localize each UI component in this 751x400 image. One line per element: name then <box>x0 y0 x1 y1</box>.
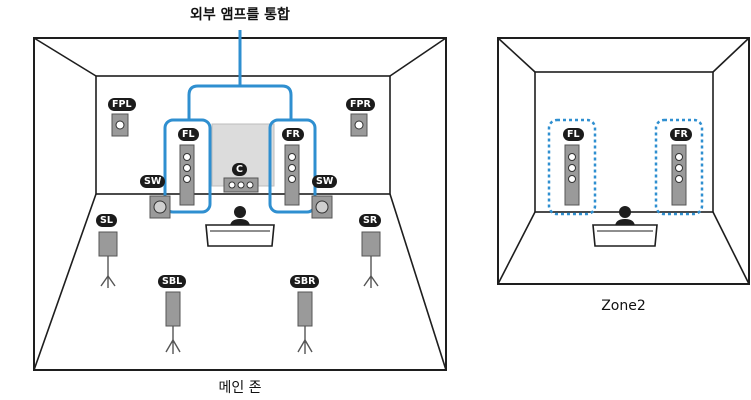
zone2-caption: Zone2 <box>601 298 646 314</box>
fl-speaker <box>179 144 195 206</box>
sr-speaker <box>361 231 381 288</box>
tag-zone2-fr: FR <box>670 128 692 141</box>
tag-sr: SR <box>359 214 382 227</box>
tag-sl: SL <box>96 214 117 227</box>
subwoofer-right <box>311 195 333 219</box>
tag-fpl: FPL <box>108 98 136 111</box>
center-speaker <box>223 177 259 193</box>
integration-bracket <box>187 30 293 120</box>
fl-highlight <box>163 118 212 214</box>
listener-seat-main <box>205 206 275 247</box>
screen <box>211 123 275 187</box>
sl-speaker <box>98 231 118 288</box>
zone2-room <box>497 37 750 285</box>
tag-c: C <box>232 163 247 176</box>
sbr-speaker <box>297 291 313 354</box>
diagram-title: 외부 앰프를 통합 <box>190 7 290 23</box>
subwoofer-left <box>149 195 171 219</box>
tag-fpr: FPR <box>346 98 375 111</box>
fr-highlight <box>268 118 317 214</box>
tag-sw-right: SW <box>312 175 338 188</box>
tag-fl: FL <box>178 128 199 141</box>
tag-zone2-fl: FL <box>563 128 584 141</box>
tag-fr: FR <box>282 128 304 141</box>
tag-sbr: SBR <box>290 275 320 288</box>
zone2-fl-highlight <box>547 118 597 216</box>
tag-sbl: SBL <box>158 275 187 288</box>
fr-speaker <box>284 144 300 206</box>
zone2-fr-highlight <box>654 118 704 216</box>
fpr-speaker <box>350 113 368 137</box>
main-room <box>33 37 447 371</box>
listener-seat-zone2 <box>592 206 658 247</box>
fpl-speaker <box>111 113 129 137</box>
tag-sw-left: SW <box>140 175 166 188</box>
main-zone-caption: 메인 존 <box>218 380 262 396</box>
zone2-fr-speaker <box>671 144 687 206</box>
sbl-speaker <box>165 291 181 354</box>
zone2-fl-speaker <box>564 144 580 206</box>
